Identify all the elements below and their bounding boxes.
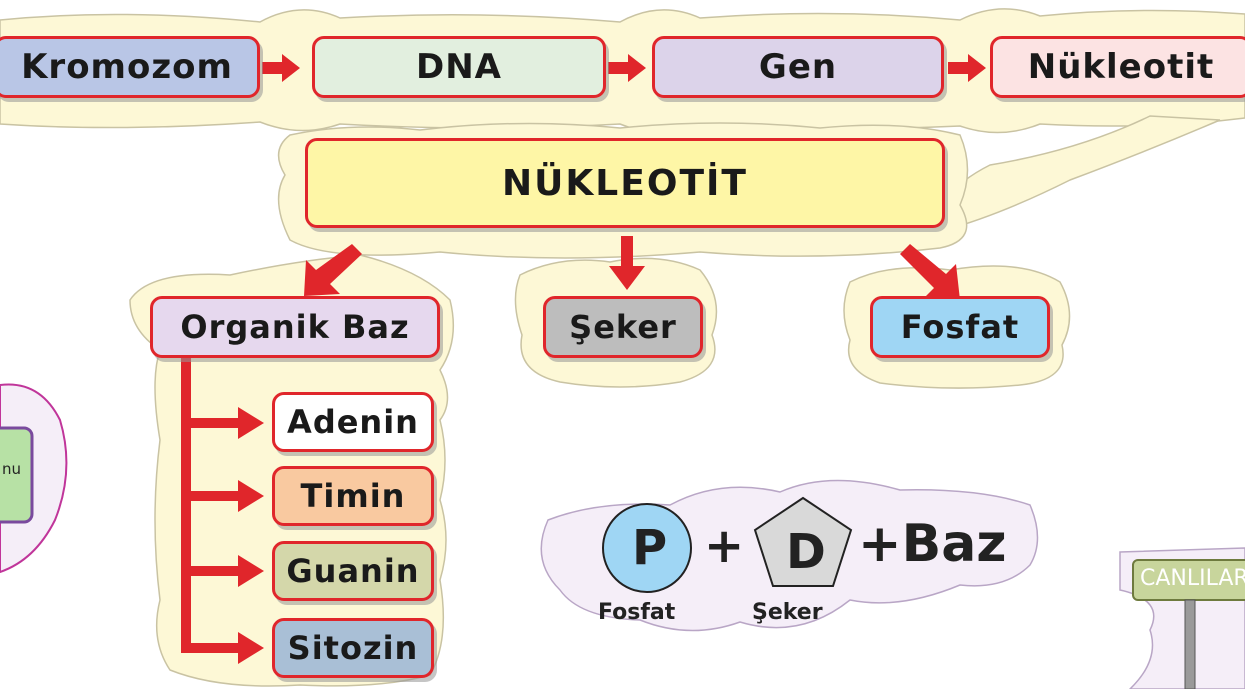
base-box-sitozin: Sitozin (272, 618, 434, 678)
chain-box-kromozom: Kromozom (0, 36, 260, 98)
base-label-sitozin: Sitozin (287, 629, 419, 667)
chain-arrow-2 (608, 54, 646, 82)
right-side-post (1184, 599, 1196, 689)
arrow-to-organik-baz (304, 244, 362, 296)
base-connectors (181, 354, 264, 664)
arrow-to-sitozin (186, 632, 264, 664)
chain-arrow-3 (948, 54, 986, 82)
formula-d: D (786, 524, 826, 580)
phosphate-circle (602, 503, 692, 593)
bridge-cloud (944, 115, 1221, 231)
formula-p: P (632, 520, 668, 576)
component-label-organik-baz: Organik Baz (180, 308, 410, 346)
base-box-timin: Timin (272, 466, 434, 526)
nukleotit-title-box: NÜKLEOTİT (305, 138, 945, 228)
component-box-fosfat: Fosfat (870, 296, 1050, 358)
chain-box-dna: DNA (312, 36, 606, 98)
chain-label-nukleotit: Nükleotit (1027, 47, 1215, 87)
arrow-to-fosfat (900, 244, 960, 300)
chain-arrows (262, 54, 986, 82)
arrow-to-timin (186, 480, 264, 512)
chain-arrow-1 (262, 54, 300, 82)
chain-label-gen: Gen (758, 47, 838, 87)
bracket-vertical (181, 354, 191, 653)
nukleotit-title: NÜKLEOTİT (502, 162, 748, 204)
left-side-box (0, 426, 34, 524)
arrow-to-adenin (186, 407, 264, 439)
component-box-seker: Şeker (543, 296, 703, 358)
formula-plus-baz: +Baz (858, 514, 1007, 574)
formula-plus: + (704, 518, 745, 574)
base-label-adenin: Adenin (287, 403, 419, 441)
component-arrows (304, 236, 960, 300)
formula-fosfat-label: Fosfat (598, 600, 676, 625)
chain-label-kromozom: Kromozom (21, 47, 233, 87)
chain-label-dna: DNA (416, 47, 502, 87)
component-box-organik-baz: Organik Baz (150, 296, 440, 358)
base-box-adenin: Adenin (272, 392, 434, 452)
left-side-text: nu (2, 460, 22, 478)
component-label-seker: Şeker (569, 308, 677, 346)
base-label-timin: Timin (300, 477, 406, 515)
base-box-guanin: Guanin (272, 541, 434, 601)
component-label-fosfat: Fosfat (900, 308, 1020, 346)
arrow-to-guanin (186, 555, 264, 587)
formula-seker-label: Şeker (752, 600, 823, 625)
chain-box-nukleotit: Nükleotit (990, 36, 1245, 98)
right-side-text: CANLILAR (1140, 566, 1245, 591)
chain-box-gen: Gen (652, 36, 944, 98)
arrow-to-seker (609, 236, 645, 290)
base-label-guanin: Guanin (286, 552, 420, 590)
sugar-pentagon (753, 496, 853, 587)
